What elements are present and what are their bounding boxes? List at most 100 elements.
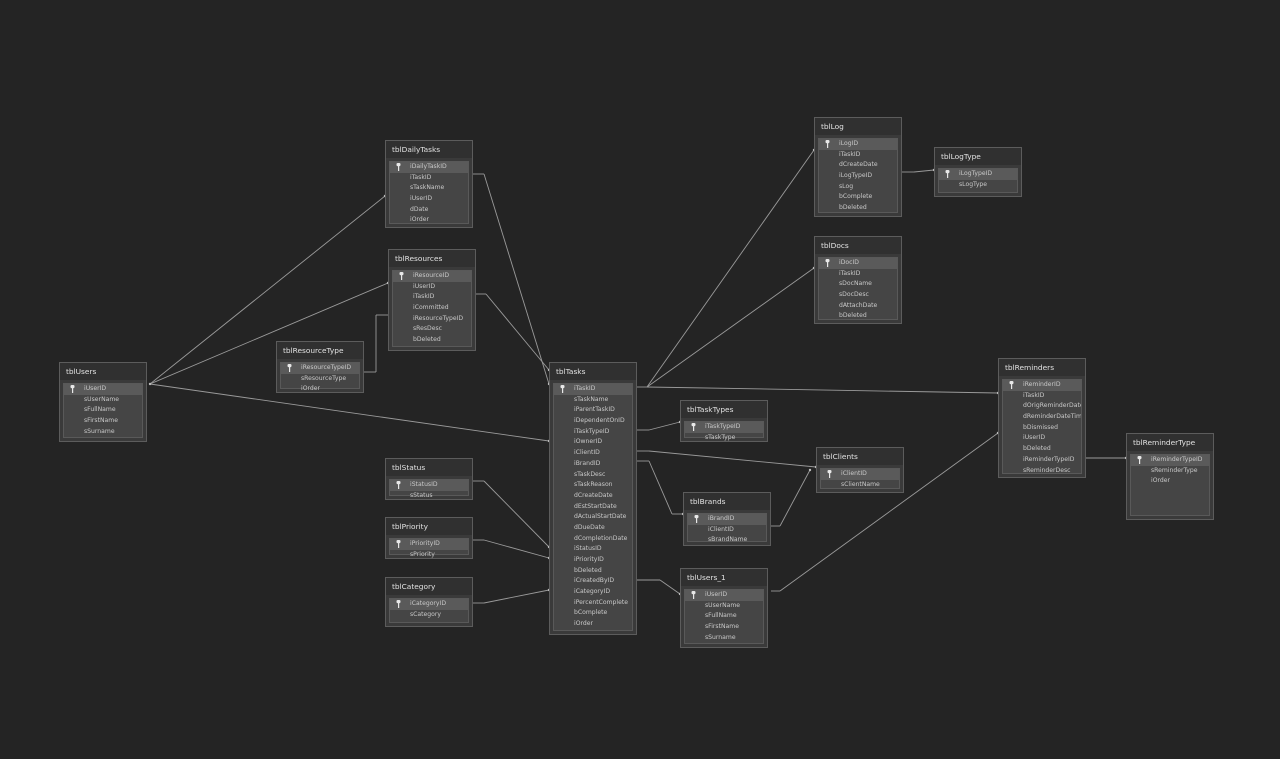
field[interactable]: sFirstName — [685, 622, 763, 633]
field[interactable]: bComplete — [554, 608, 632, 619]
relationship-line[interactable] — [646, 386, 999, 394]
field[interactable]: sStatus — [390, 491, 468, 502]
field[interactable]: iOwnerID — [554, 437, 632, 448]
primary-key-field[interactable]: iResourceID — [393, 271, 471, 282]
primary-key-field[interactable]: iReminderID — [1003, 380, 1081, 391]
table-title[interactable]: tblUsers — [60, 363, 146, 380]
field[interactable]: sPriority — [390, 550, 468, 561]
field[interactable]: iPercentComplete — [554, 598, 632, 609]
field[interactable]: bDeleted — [819, 311, 897, 322]
relationship-line[interactable] — [485, 293, 550, 371]
relationship-line[interactable] — [913, 169, 935, 173]
field[interactable]: iTaskID — [819, 150, 897, 161]
field[interactable]: iUserID — [1003, 433, 1081, 444]
field[interactable]: sTaskName — [554, 395, 632, 406]
field[interactable]: bDismissed — [1003, 423, 1081, 434]
primary-key-field[interactable]: iUserID — [64, 384, 142, 395]
field[interactable]: dCreateDate — [819, 160, 897, 171]
field[interactable]: sReminderDesc — [1003, 466, 1081, 477]
table-title[interactable]: tblTaskTypes — [681, 401, 767, 418]
relationship-line[interactable] — [659, 579, 681, 595]
field[interactable]: iOrder — [1131, 476, 1209, 487]
field[interactable]: sSurname — [64, 427, 142, 438]
field[interactable]: sFullName — [64, 405, 142, 416]
field[interactable]: iTaskTypeID — [554, 427, 632, 438]
field[interactable]: bDeleted — [393, 335, 471, 346]
primary-key-field[interactable]: iLogID — [819, 139, 897, 150]
field[interactable]: dDate — [390, 205, 468, 216]
field[interactable]: dOrigReminderDateTime — [1003, 401, 1081, 412]
field[interactable]: iTaskID — [1003, 391, 1081, 402]
primary-key-field[interactable]: iDailyTaskID — [390, 162, 468, 173]
field[interactable]: bDeleted — [1003, 444, 1081, 455]
field[interactable]: dAttachDate — [819, 301, 897, 312]
table-title[interactable]: tblDocs — [815, 237, 901, 254]
field[interactable]: iUserID — [393, 282, 471, 293]
field[interactable]: sUserName — [685, 601, 763, 612]
field[interactable]: sTaskDesc — [554, 470, 632, 481]
field[interactable]: sTaskType — [685, 433, 763, 444]
table-title[interactable]: tblClients — [817, 448, 903, 465]
field[interactable]: iClientID — [554, 448, 632, 459]
field[interactable]: sDocDesc — [819, 290, 897, 301]
relationship-line[interactable] — [483, 539, 550, 559]
field[interactable]: iCategoryID — [554, 587, 632, 598]
field[interactable]: sResourceType — [281, 374, 359, 385]
field[interactable]: iResourceTypeID — [393, 314, 471, 325]
field[interactable]: sDocName — [819, 279, 897, 290]
primary-key-field[interactable]: iReminderTypeID — [1131, 455, 1209, 466]
primary-key-field[interactable]: iStatusID — [390, 480, 468, 491]
field[interactable]: iClientID — [688, 525, 766, 536]
field[interactable]: sTaskName — [390, 183, 468, 194]
field[interactable]: sLogType — [939, 180, 1017, 191]
field[interactable]: iLogTypeID — [819, 171, 897, 182]
table-title[interactable]: tblReminderType — [1127, 434, 1213, 451]
field[interactable]: sUserName — [64, 395, 142, 406]
field[interactable]: sResDesc — [393, 324, 471, 335]
primary-key-field[interactable]: iBrandID — [688, 514, 766, 525]
table-title[interactable]: tblResourceType — [277, 342, 363, 359]
table-title[interactable]: tblResources — [389, 250, 475, 267]
table-title[interactable]: tblBrands — [684, 493, 770, 510]
relationship-line[interactable] — [779, 469, 811, 527]
primary-key-field[interactable]: iTaskID — [554, 384, 632, 395]
field[interactable]: sTaskReason — [554, 480, 632, 491]
field[interactable]: dDueDate — [554, 523, 632, 534]
field[interactable]: iParentTaskID — [554, 405, 632, 416]
primary-key-field[interactable]: iPriorityID — [390, 539, 468, 550]
table-title[interactable]: tblLog — [815, 118, 901, 135]
field[interactable]: dReminderDateTime — [1003, 412, 1081, 423]
field[interactable]: iStatusID — [554, 544, 632, 555]
field[interactable]: dEstStartDate — [554, 502, 632, 513]
primary-key-field[interactable]: iLogTypeID — [939, 169, 1017, 180]
field[interactable]: dCompletionDate — [554, 534, 632, 545]
field[interactable]: iCommitted — [393, 303, 471, 314]
primary-key-field[interactable]: iResourceTypeID — [281, 363, 359, 374]
primary-key-field[interactable]: iUserID — [685, 590, 763, 601]
relationship-line[interactable] — [483, 480, 550, 548]
field[interactable]: sLog — [819, 182, 897, 193]
field[interactable]: sFirstName — [64, 416, 142, 427]
relationship-line[interactable] — [648, 421, 681, 431]
field[interactable]: sSurname — [685, 633, 763, 644]
field[interactable]: iDependentOnID — [554, 416, 632, 427]
table-title[interactable]: tblLogType — [935, 148, 1021, 165]
relationship-line[interactable] — [483, 589, 550, 604]
field[interactable]: iPriorityID — [554, 555, 632, 566]
table-title[interactable]: tblCategory — [386, 578, 472, 595]
relationship-line[interactable] — [646, 149, 815, 388]
relationship-line[interactable] — [646, 267, 815, 388]
field[interactable]: bDeleted — [819, 203, 897, 214]
